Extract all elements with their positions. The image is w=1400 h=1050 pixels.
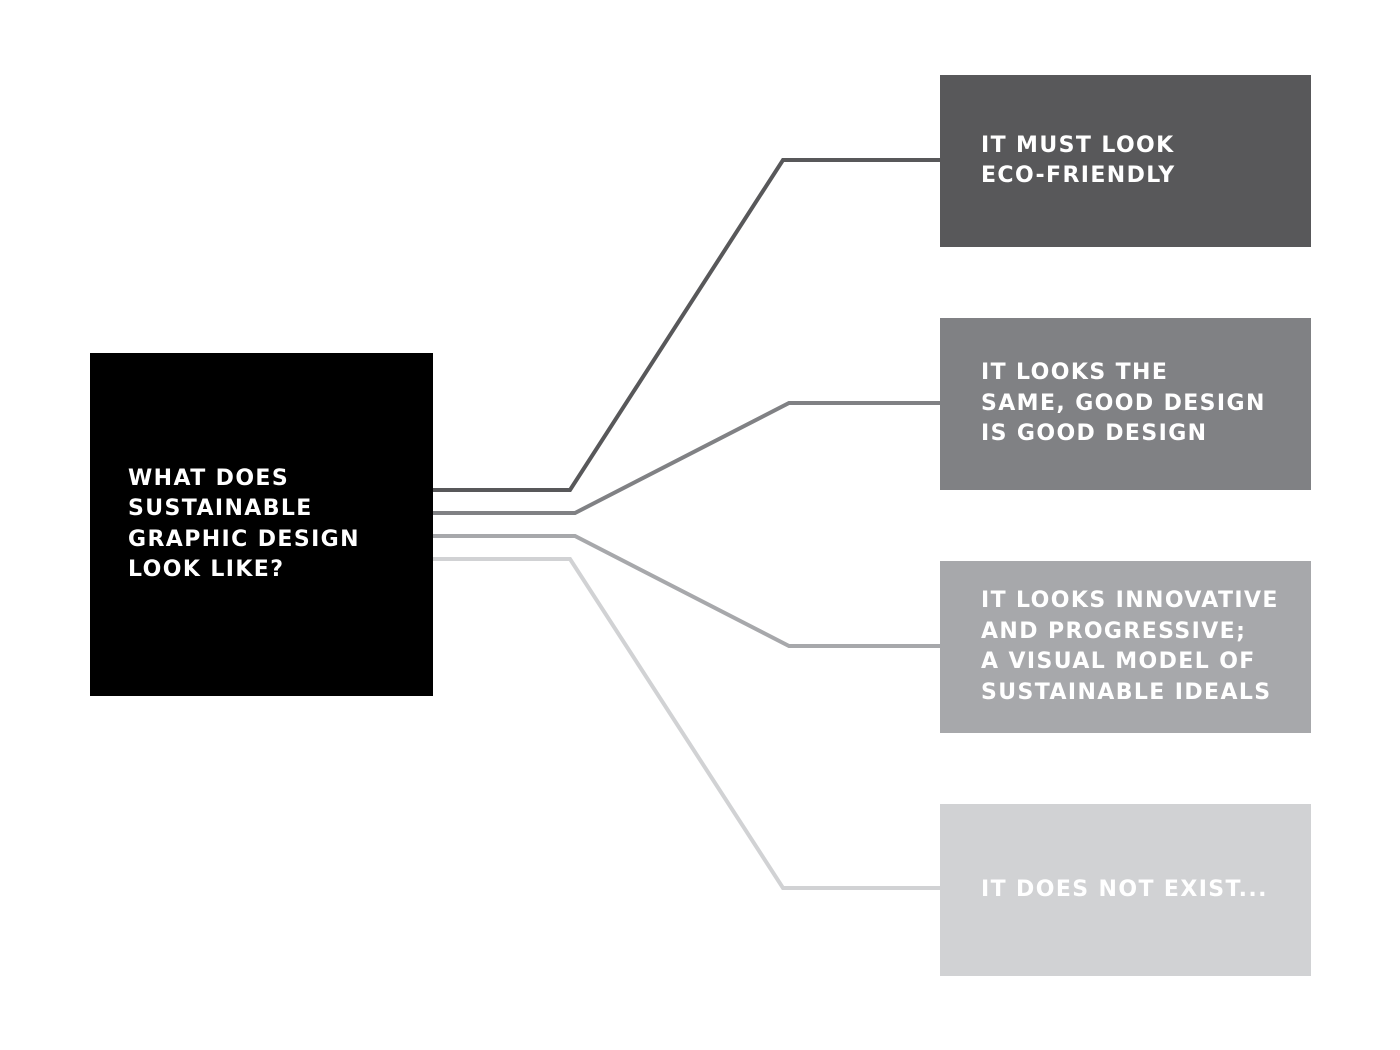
connector-line-innovative — [433, 534, 940, 648]
question-box: WHAT DOES SUSTAINABLE GRAPHIC DESIGN LOO… — [90, 353, 433, 696]
answer-text-line: IS GOOD DESIGN — [981, 421, 1208, 447]
answer-text-line: IT DOES NOT EXIST... — [981, 876, 1268, 902]
answer-text-line: AND PROGRESSIVE; — [981, 618, 1247, 644]
answer-box-does-not-exist: IT DOES NOT EXIST... — [940, 804, 1311, 976]
question-text-line: LOOK LIKE? — [128, 557, 285, 582]
connector-line-does-not-exist — [433, 557, 940, 890]
answer-text-line: SAME, GOOD DESIGN — [981, 390, 1266, 416]
answer-text-line: IT LOOKS THE — [981, 360, 1169, 386]
question-text-line: SUSTAINABLE — [128, 496, 313, 521]
answer-text-line: A VISUAL MODEL OF — [981, 649, 1256, 674]
connector-line-eco-friendly — [433, 158, 940, 492]
answer-box-good-design: IT LOOKS THE SAME, GOOD DESIGN IS GOOD D… — [940, 318, 1311, 490]
answer-text-line: ECO-FRIENDLY — [981, 163, 1176, 188]
answer-text-line: IT LOOKS INNOVATIVE — [981, 588, 1279, 613]
question-text-line: GRAPHIC DESIGN — [128, 526, 360, 552]
connector-line-good-design — [433, 401, 940, 515]
answer-text-line: IT MUST LOOK — [981, 132, 1175, 158]
answer-box-innovative: IT LOOKS INNOVATIVE AND PROGRESSIVE; A V… — [940, 561, 1311, 733]
question-text-line: WHAT DOES — [128, 465, 290, 491]
answer-text-line: SUSTAINABLE IDEALS — [981, 679, 1272, 705]
answer-box-eco-friendly: IT MUST LOOK ECO-FRIENDLY — [940, 75, 1311, 247]
